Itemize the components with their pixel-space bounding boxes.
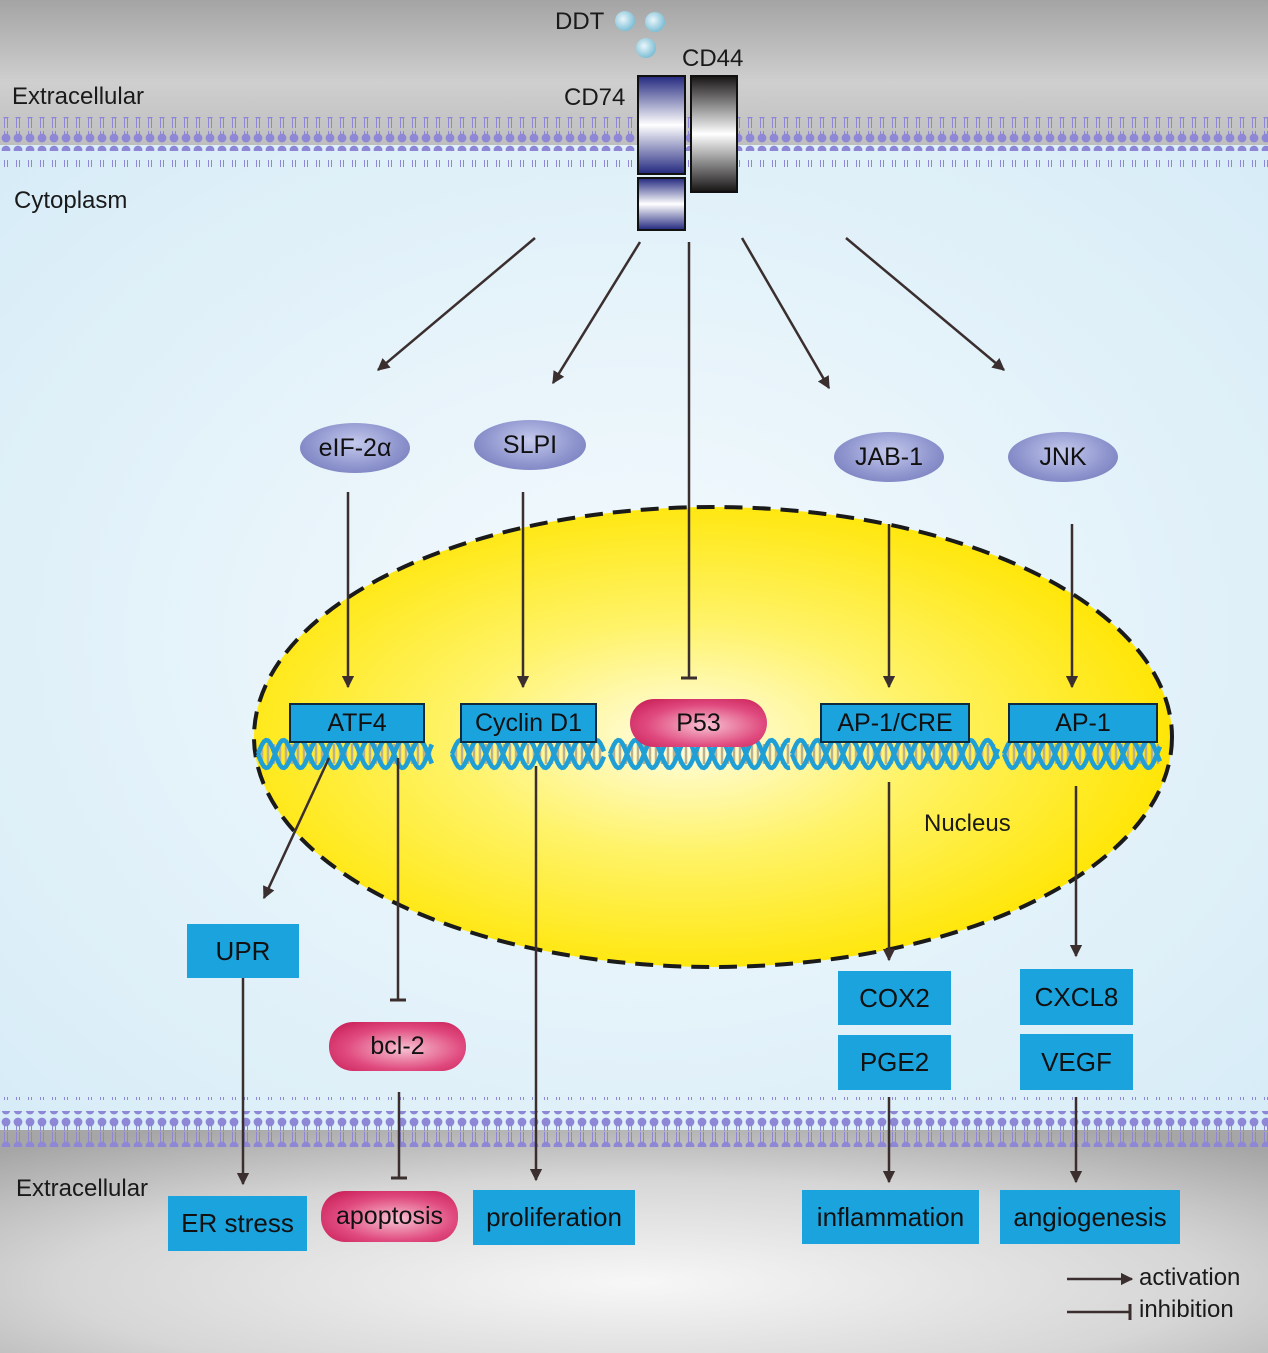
jab1-node: JAB-1 — [834, 432, 944, 482]
ddt-ligand — [615, 11, 665, 58]
p53-factor: P53 — [630, 699, 767, 747]
ap1-factor: AP-1 — [1008, 703, 1158, 743]
dna-segment-ap1-cre — [789, 737, 1001, 771]
legend-activation-label: activation — [1139, 1264, 1241, 1291]
inflammation-outcome: inflammation — [802, 1190, 979, 1244]
extracellular-top-label: Extracellular — [12, 83, 145, 110]
apoptosis-outcome: apoptosis — [321, 1191, 458, 1242]
plasma-membrane-bottom — [0, 1097, 1268, 1147]
bcl2-node: bcl-2 — [329, 1022, 466, 1071]
angiogenesis-outcome: angiogenesis — [1000, 1190, 1180, 1244]
er-stress-outcome: ER stress — [168, 1196, 307, 1251]
arrow-atf4-to-upr — [262, 757, 331, 900]
arrow-receptor-to-jnk — [845, 237, 1005, 371]
arrow-receptor-to-jab1 — [740, 237, 831, 390]
eif2a-node: eIF-2α — [300, 423, 410, 473]
cyclin-d1-factor: Cyclin D1 — [460, 703, 597, 743]
proliferation-outcome: proliferation — [473, 1190, 635, 1245]
arrow-receptor-to-eif2a — [377, 237, 536, 371]
cd74-label: CD74 — [564, 84, 626, 111]
cd44-receptor — [690, 75, 738, 193]
ddt-label: DDT — [555, 8, 605, 35]
cd44-label: CD44 — [682, 45, 744, 72]
inhibit-receptor-to-p53 — [681, 242, 697, 680]
arrow-receptor-to-slpi — [551, 241, 642, 385]
legend-inhibition-arrow — [1067, 1304, 1132, 1320]
extracellular-bottom-label: Extracellular — [16, 1175, 149, 1202]
legend-inhibition-label: inhibition — [1139, 1296, 1234, 1323]
upr-node: UPR — [187, 924, 299, 978]
nucleus-label: Nucleus — [924, 810, 1011, 837]
vegf-node: VEGF — [1020, 1034, 1133, 1090]
cox2-node: COX2 — [838, 971, 951, 1025]
cd74-receptor — [637, 75, 686, 231]
cytoplasm-label: Cytoplasm — [14, 187, 128, 214]
dna-segment-cyclin-d1 — [449, 737, 607, 771]
cxcl8-node: CXCL8 — [1020, 969, 1133, 1025]
jnk-node: JNK — [1008, 432, 1118, 482]
ap1-cre-factor: AP-1/CRE — [820, 703, 970, 743]
atf4-factor: ATF4 — [289, 703, 425, 743]
pathway-connectors — [236, 237, 1134, 1320]
inhibit-atf4-to-bcl2 — [390, 758, 406, 1002]
pge2-node: PGE2 — [838, 1035, 951, 1090]
slpi-node: SLPI — [474, 420, 586, 470]
plasma-membrane-top — [0, 117, 1268, 167]
inhibit-bcl2-to-apoptosis — [391, 1092, 407, 1180]
